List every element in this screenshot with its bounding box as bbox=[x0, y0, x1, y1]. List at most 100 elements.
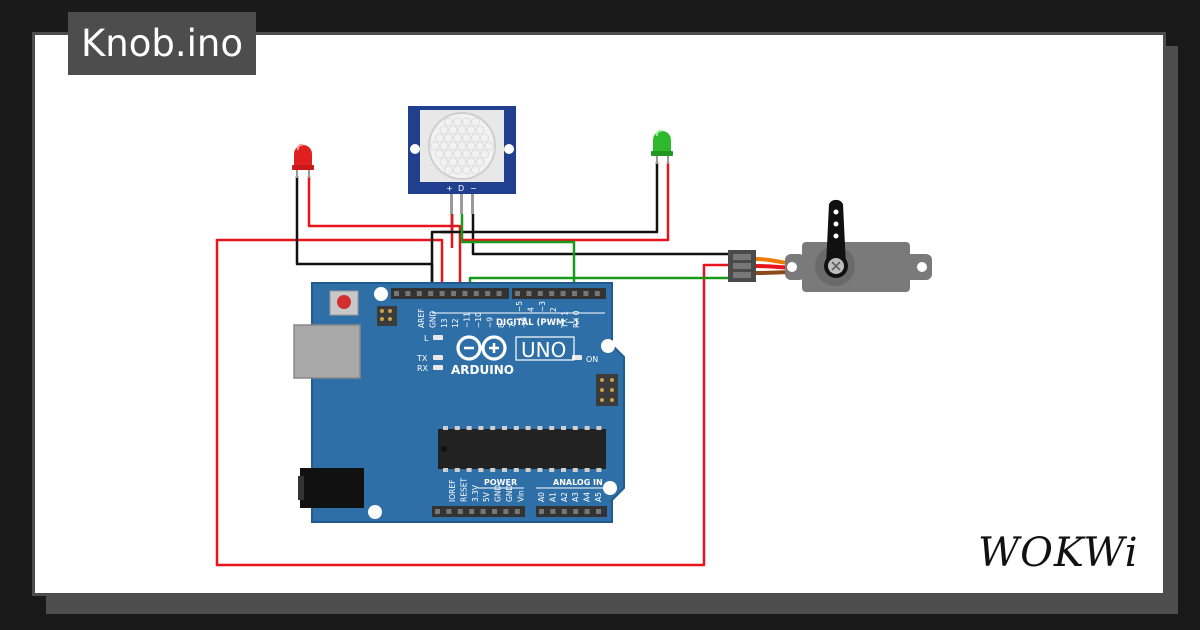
pin-hole[interactable] bbox=[405, 291, 411, 296]
wire-red-led-green[interactable] bbox=[460, 162, 670, 242]
servo-horn[interactable] bbox=[826, 199, 846, 266]
atmega-chip bbox=[438, 429, 606, 469]
chip-pin bbox=[561, 468, 566, 472]
analog-pin-label: A3 bbox=[571, 492, 580, 502]
power-pin-label: Vin bbox=[516, 490, 525, 502]
pin-hole[interactable] bbox=[492, 509, 497, 514]
chip-pin bbox=[572, 426, 578, 430]
pin-hole[interactable] bbox=[457, 509, 463, 514]
chip-pin bbox=[549, 426, 555, 430]
power-pin-label: RESET bbox=[459, 478, 468, 502]
pin-hole[interactable] bbox=[469, 509, 475, 514]
pin-hole[interactable] bbox=[480, 509, 486, 514]
pin-hole[interactable] bbox=[561, 509, 567, 514]
wire-red-loop[interactable] bbox=[215, 238, 730, 567]
pin-hole[interactable] bbox=[572, 291, 577, 296]
chip-pin bbox=[549, 468, 555, 472]
mount-hole bbox=[917, 262, 927, 272]
icsp-header-2 bbox=[596, 374, 618, 406]
digital-header-right bbox=[512, 288, 606, 299]
digital-pin-label: 2 bbox=[549, 307, 558, 312]
pin-hole[interactable] bbox=[583, 291, 589, 296]
icsp-header bbox=[377, 306, 397, 326]
digital-pin-label: 13 bbox=[440, 318, 449, 328]
power-jack bbox=[300, 468, 364, 508]
chip-pin bbox=[561, 426, 566, 430]
analog-pin-label: A5 bbox=[594, 492, 603, 502]
mount-hole bbox=[603, 481, 617, 495]
power-pin-label: 5V bbox=[482, 491, 491, 502]
led-on-label: ON bbox=[586, 355, 598, 364]
chip-pin bbox=[454, 426, 460, 430]
power-header bbox=[432, 506, 525, 517]
pin-hole[interactable] bbox=[462, 291, 468, 296]
pir-pin-minus: − bbox=[470, 184, 477, 193]
pin-hole[interactable] bbox=[560, 291, 566, 296]
led-rx bbox=[433, 365, 443, 370]
mount-hole bbox=[410, 144, 420, 154]
pin-hole[interactable] bbox=[473, 291, 479, 296]
digital-pin-label: AREF bbox=[417, 309, 426, 328]
digital-pin-label: 12 bbox=[451, 318, 460, 328]
digital-pin-label: ~3 bbox=[538, 301, 547, 312]
wire-green-pir[interactable] bbox=[460, 214, 576, 296]
wire-black-led-green[interactable] bbox=[441, 162, 659, 234]
red-led[interactable] bbox=[292, 143, 314, 178]
pin-hole[interactable] bbox=[416, 291, 422, 296]
reset-button[interactable] bbox=[337, 295, 351, 309]
pin-hole[interactable] bbox=[526, 291, 532, 296]
digital-pin-label: 4 bbox=[526, 307, 535, 312]
wire-red-led[interactable] bbox=[307, 176, 462, 296]
pin-hole[interactable] bbox=[496, 291, 502, 296]
pin-hole[interactable] bbox=[439, 291, 445, 296]
pin-hole[interactable] bbox=[594, 291, 600, 296]
pir-motion-sensor[interactable]: + D − bbox=[408, 106, 516, 214]
chip-pin bbox=[596, 468, 602, 472]
lens-cells bbox=[430, 117, 494, 175]
green-led[interactable] bbox=[651, 129, 673, 164]
pin-hole[interactable] bbox=[446, 509, 452, 514]
power-jack-back bbox=[298, 476, 304, 500]
led-l-label: L bbox=[424, 334, 429, 343]
mount-hole bbox=[601, 339, 615, 353]
chip-pin bbox=[513, 468, 519, 472]
pin-hole[interactable] bbox=[573, 509, 579, 514]
digital-pin-label: ~11 bbox=[463, 312, 472, 328]
pin-hole[interactable] bbox=[451, 291, 456, 296]
pin-hole[interactable] bbox=[428, 291, 434, 296]
pin-hole[interactable] bbox=[514, 509, 520, 514]
pin-hole[interactable] bbox=[550, 509, 556, 514]
pin-hole[interactable] bbox=[515, 291, 520, 296]
pin-hole[interactable] bbox=[539, 509, 544, 514]
pir-leg bbox=[450, 194, 453, 214]
chip-pin bbox=[443, 426, 448, 430]
analog-label: ANALOG IN bbox=[553, 478, 603, 487]
pin-hole[interactable] bbox=[584, 509, 590, 514]
analog-header bbox=[536, 506, 607, 517]
analog-pin-label: A4 bbox=[583, 492, 592, 502]
pin-hole[interactable] bbox=[596, 509, 601, 514]
power-pin-label: IOREF bbox=[448, 480, 457, 502]
chip-pin bbox=[572, 468, 578, 472]
pin-hole[interactable] bbox=[549, 291, 555, 296]
chip-pin bbox=[513, 426, 519, 430]
led-tx-label: TX bbox=[416, 354, 428, 363]
chip-pin bbox=[525, 426, 531, 430]
pin-hole[interactable] bbox=[435, 509, 440, 514]
digital-pin-label: ~5 bbox=[515, 301, 524, 312]
analog-pin-label: A2 bbox=[560, 492, 569, 502]
pin-hole[interactable] bbox=[485, 291, 491, 296]
chip-pin bbox=[466, 426, 472, 430]
pin-hole[interactable] bbox=[394, 291, 399, 296]
power-pin-label: 3.3V bbox=[471, 484, 480, 502]
power-pin-label: GND bbox=[494, 485, 503, 502]
chip-pin bbox=[490, 426, 496, 430]
servo-motor[interactable] bbox=[728, 199, 932, 292]
mount-hole bbox=[374, 287, 388, 301]
pin-hole[interactable] bbox=[537, 291, 543, 296]
pin-hole[interactable] bbox=[503, 509, 509, 514]
chip-pin bbox=[537, 426, 543, 430]
wire-black-servo[interactable] bbox=[471, 214, 730, 256]
pir-leg bbox=[471, 194, 474, 214]
